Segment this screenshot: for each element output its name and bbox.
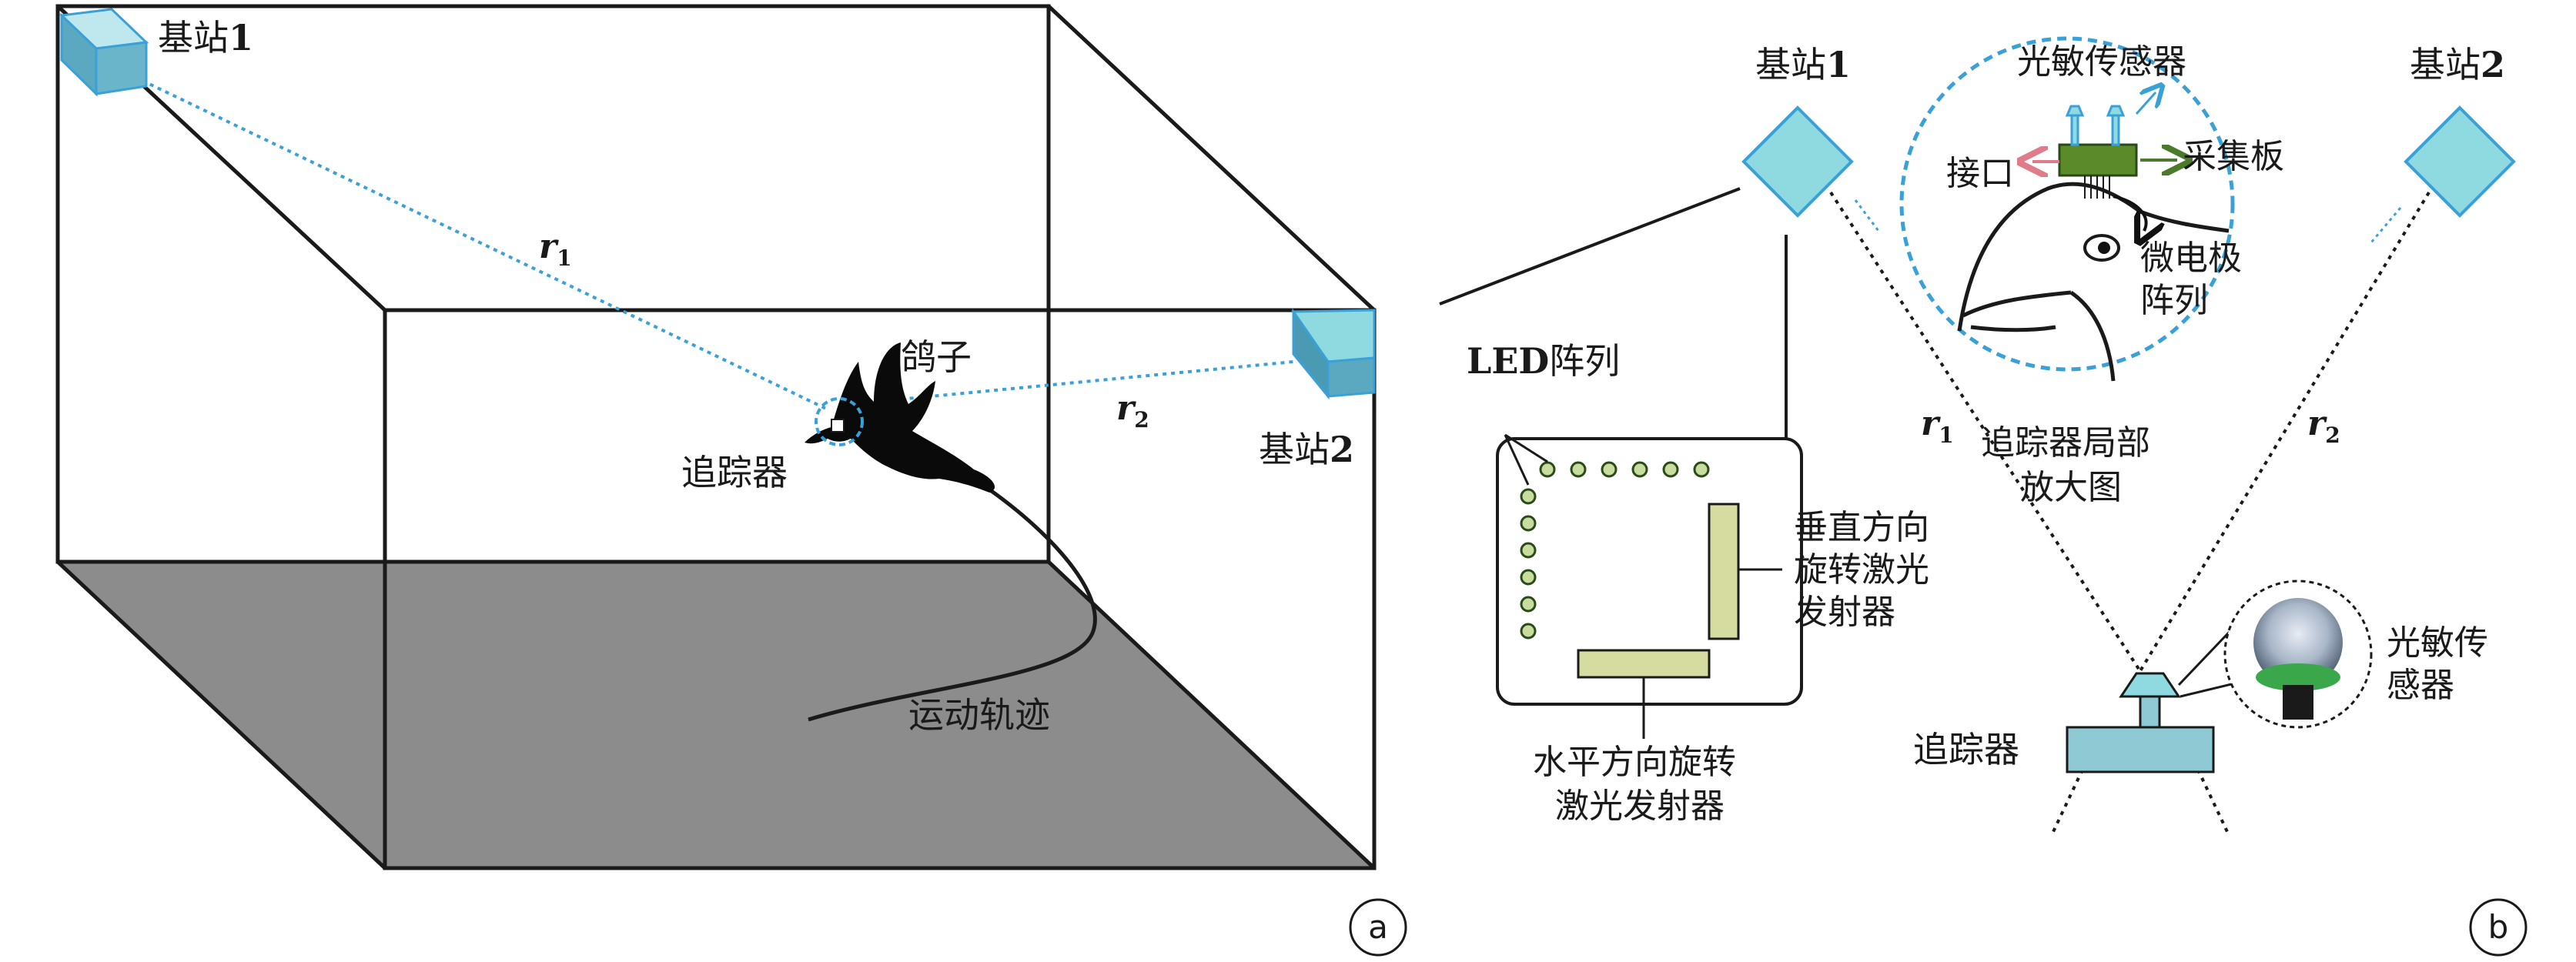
connector-line (1439, 187, 1741, 306)
led-pointer-1 (1504, 434, 1530, 486)
label-a-station2: 基站2 (1259, 429, 1354, 470)
room-box (55, 4, 1377, 870)
label-horizontal-laser: 水平方向旋转 激光发射器 (1533, 743, 1747, 826)
panel-b: 基站1 基站2 LED阵列 垂直方向 旋转激光 发射器 水平方向旋转 激光发射器… (1439, 36, 2527, 957)
tracker-box (831, 419, 845, 433)
label-vertical-laser: 垂直方向 旋转激光 发射器 (1794, 508, 1940, 632)
tracker-body (2066, 726, 2215, 773)
panel-a: 基站1 基站2 r1 r2 鸽子 追踪器 运动轨迹 a (55, 4, 1407, 957)
horizontal-laser-bar (1577, 649, 1711, 679)
tracker-zoom-circle (1899, 36, 2235, 372)
label-acq-board: 采集板 (2183, 137, 2284, 176)
label-b-r1: r1 (1921, 404, 1954, 448)
led-pointer-2 (1504, 433, 1548, 463)
pigeon-head-outline (1957, 182, 2230, 332)
range-line-r1 (134, 75, 828, 411)
label-interface: 接口 (1946, 154, 2014, 193)
label-a-station1: 基站1 (158, 17, 253, 58)
label-pigeon: 鸽子 (901, 336, 972, 378)
electrode-pins (2084, 175, 2110, 199)
label-a-r2: r2 (1116, 389, 1149, 433)
base-station-2-cube (1291, 308, 1376, 400)
label-electrode: 微电极 阵列 (2140, 239, 2253, 320)
label-b-tracker: 追踪器 (1913, 729, 2019, 770)
panel-b-badge (2469, 898, 2527, 957)
label-trajectory: 运动轨迹 (908, 694, 1050, 736)
panel-a-badge (1349, 898, 1407, 957)
ray-station1-blue (1854, 199, 1880, 232)
acquisition-board (2058, 143, 2138, 177)
label-zoom-caption: 追踪器局部 放大图 (1981, 423, 2161, 507)
mini-photosensors (2065, 105, 2126, 146)
label-a-tracker: 追踪器 (681, 452, 788, 493)
label-b-station2: 基站2 (2410, 44, 2505, 85)
label-b-station1: 基站1 (1755, 44, 1851, 85)
label-a-r1: r1 (539, 227, 572, 271)
label-b-r2: r2 (2307, 404, 2340, 448)
tracker-marker (815, 397, 864, 446)
tracker-sensor-top (2119, 672, 2181, 698)
photosensor-photo (2253, 598, 2343, 720)
label-zoom-photosensor: 光敏传感器 (2017, 42, 2186, 82)
photosensor-arrow (2135, 92, 2156, 115)
ray-down-right (2196, 769, 2230, 836)
vertical-laser-bar (1708, 503, 1740, 640)
base-station-1-diamond (1741, 105, 1854, 218)
room-floor (58, 562, 1374, 868)
base-station-1-cube (59, 8, 149, 97)
ray-r2 (2135, 191, 2430, 679)
led-array (1520, 461, 1710, 640)
electrode-arrow (2113, 195, 2146, 231)
tracker-stem (2139, 695, 2161, 729)
panel-b-letter: b (2488, 908, 2509, 946)
ray-station2-blue (2370, 207, 2402, 243)
range-line-r2 (850, 360, 1294, 406)
motion-trajectory (808, 467, 1097, 722)
pigeon-neck (2069, 290, 2116, 382)
ray-down-left (2050, 769, 2084, 836)
label-photo-sensor: 光敏传 感器 (2387, 623, 2499, 705)
panel-a-letter: a (1368, 908, 1388, 946)
base-station-2-diamond (2404, 105, 2516, 218)
ray-r1 (1829, 191, 2146, 679)
pigeon-beak (1962, 290, 2072, 332)
label-led: LED阵列 (1467, 340, 1620, 382)
pigeon-silhouette (805, 342, 995, 493)
pigeon-pupil (2098, 242, 2110, 254)
